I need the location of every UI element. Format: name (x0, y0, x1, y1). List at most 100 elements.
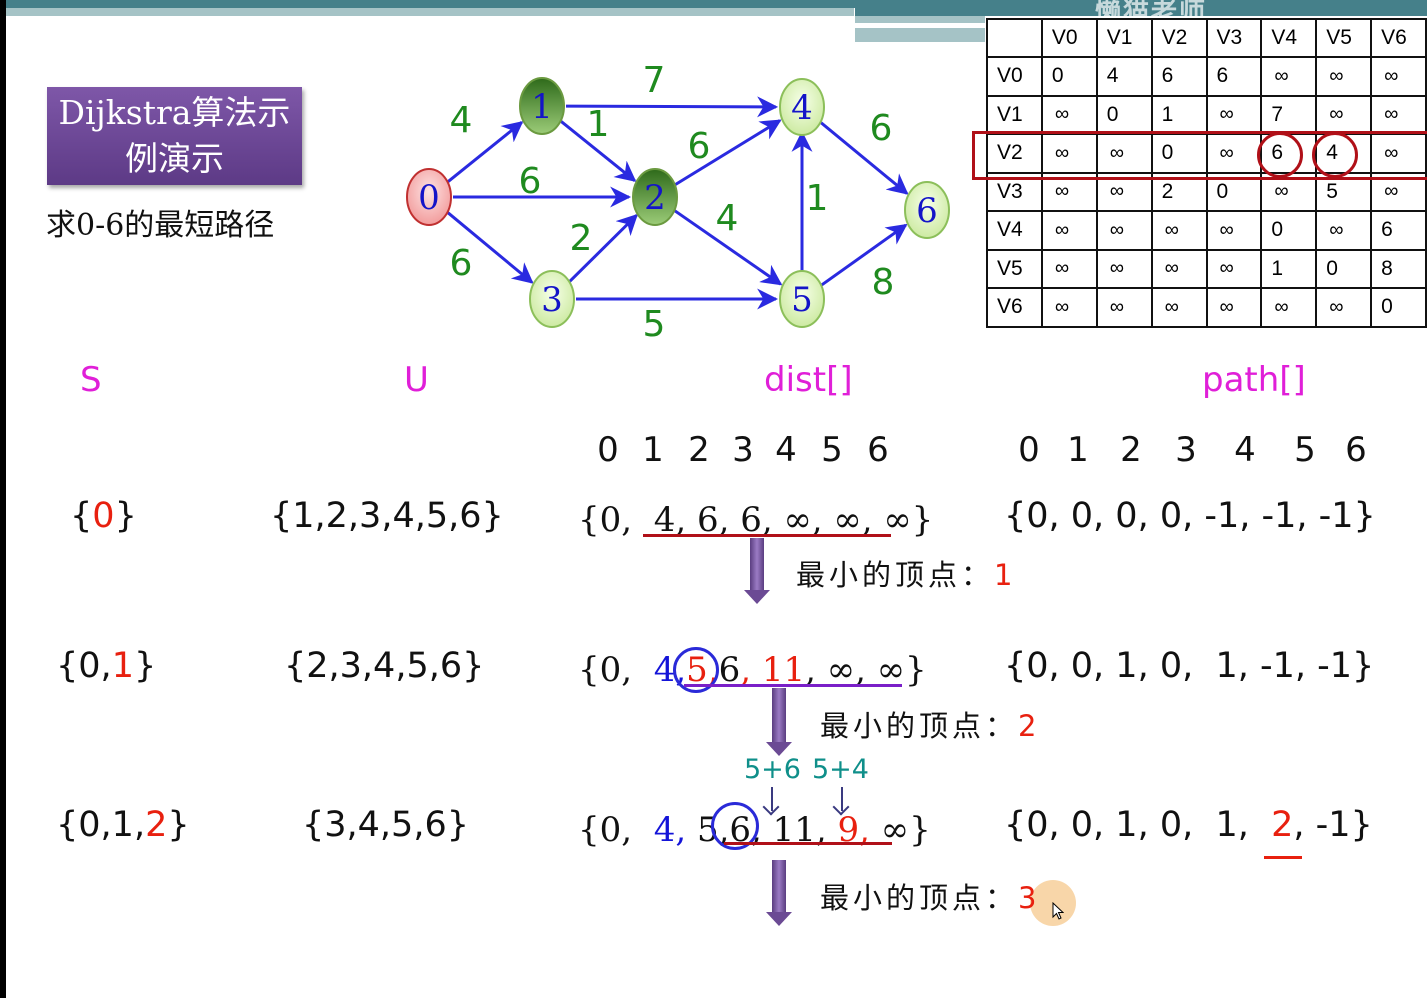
matrix-cell: ∞ (1040, 210, 1098, 251)
matrix-header-cell: V4 (1260, 18, 1318, 58)
top-band-stripe (855, 16, 985, 23)
matrix-cell: 1 (1150, 94, 1208, 135)
graph-node-4 (779, 78, 825, 136)
selected-min-circle-step2 (673, 647, 719, 693)
matrix-cell: ∞ (1205, 133, 1263, 174)
edge-weight: 2 (570, 218, 593, 259)
matrix-cell: ∞ (1040, 248, 1098, 289)
edge-2-4 (674, 119, 782, 186)
u-set-step3: {3,4,5,6} (302, 805, 469, 845)
matrix-cell: ∞ (1150, 248, 1208, 289)
min-vertex-value: 2 (1018, 709, 1037, 743)
left-frame-edge (0, 0, 6, 998)
dist-index: 3 (732, 430, 754, 470)
matrix-cell: ∞ (1370, 133, 1427, 174)
highlight-row-v2 (972, 131, 1427, 180)
mouse-cursor-icon (1052, 902, 1064, 920)
relax-annotation-5+6: 5+6 (744, 754, 801, 785)
edge-0-3 (446, 211, 534, 284)
graph-node-label: 4 (791, 88, 813, 128)
graph-node-5 (779, 270, 825, 328)
u-set-step1: {1,2,3,4,5,6} (270, 496, 504, 536)
matrix-cell: 1 (1260, 248, 1318, 289)
s-set-step2: {0,1} (56, 646, 157, 686)
heading-dist: dist[] (764, 360, 853, 400)
matrix-cell: ∞ (1315, 56, 1373, 97)
heading-u: U (404, 360, 429, 400)
matrix-cell: V6 (986, 287, 1043, 328)
slide-title-line2: 例演示 (125, 139, 224, 178)
edge-weight: 7 (643, 60, 666, 101)
min-vertex-label-step2: 最小的顶点：2 (820, 709, 1037, 743)
edge-weight: 8 (872, 262, 895, 303)
edge-weight: 6 (519, 161, 542, 202)
matrix-header-cell: V1 (1095, 18, 1153, 58)
matrix-cell: 0 (1370, 287, 1427, 328)
matrix-cell: 6 (1150, 56, 1208, 97)
matrix-cell: ∞ (1040, 94, 1098, 135)
edge-1-2 (559, 119, 637, 183)
new-vertex: 0 (92, 496, 115, 536)
matrix-cell: 6 (1205, 56, 1263, 97)
matrix-row-v6: V6∞∞∞∞∞∞0 (986, 287, 1427, 328)
slide-title: Dijkstra算法示 例演示 (47, 87, 302, 185)
matrix-cell: 4 (1095, 56, 1153, 97)
edge-4-6 (819, 121, 909, 195)
matrix-cell: ∞ (1260, 287, 1318, 328)
relax-annotation-5+4: 5+4 (812, 754, 869, 785)
min-vertex-value: 3 (1018, 881, 1037, 915)
heading-path: path[] (1202, 360, 1306, 400)
path-changed-value: 2 (1271, 805, 1294, 845)
graph-node-1 (519, 77, 565, 135)
dist-underline-step2 (684, 684, 902, 687)
matrix-cell: ∞ (1315, 94, 1373, 135)
matrix-cell: ∞ (1370, 94, 1427, 135)
s-set-step3: {0,1,2} (56, 805, 190, 845)
annotation-arrow-to-5 (841, 787, 843, 811)
dist-array-step1: {0, 4, 6, 6, ∞, ∞, ∞} (578, 500, 934, 540)
graph-node-label: 1 (531, 87, 553, 127)
matrix-cell: V5 (986, 248, 1043, 289)
edge-weight: 5 (643, 304, 666, 345)
graph-node-label: 6 (916, 191, 938, 231)
matrix-cell: ∞ (1205, 287, 1263, 328)
edge-2-5 (673, 209, 783, 286)
matrix-header-cell: V0 (1040, 18, 1098, 58)
dist-underline-step1 (643, 534, 891, 537)
top-band-stripe (855, 28, 985, 42)
dist-index: 1 (642, 430, 664, 470)
graph-node-6 (904, 181, 950, 239)
path-array-step3: {0, 0, 1, 0, 1, 2, -1} (1004, 805, 1373, 845)
path-index: 0 (1018, 430, 1040, 470)
matrix-cell: ∞ (1260, 56, 1318, 97)
matrix-header-cell: V5 (1315, 18, 1373, 58)
matrix-row-v4: V4∞∞∞∞0∞6 (986, 210, 1427, 251)
matrix-cell: ∞ (1095, 248, 1153, 289)
selected-min-circle-step3 (711, 802, 759, 850)
dist-underline-step3 (724, 842, 892, 845)
path-index: 2 (1120, 430, 1142, 470)
edge-weight: 6 (688, 126, 711, 167)
edge-weight: 4 (450, 100, 473, 141)
min-vertex-label-step3: 最小的顶点：3 (820, 881, 1037, 915)
matrix-cell: ∞ (1205, 94, 1263, 135)
dist-index: 0 (597, 430, 619, 470)
matrix-cell: 8 (1370, 248, 1427, 289)
path-index: 6 (1345, 430, 1367, 470)
slide-subtitle: 求0-6的最短路径 (46, 208, 275, 243)
matrix-header-cell: V3 (1205, 18, 1263, 58)
annotation-arrow-to-4 (771, 787, 773, 811)
circle-v2-v5 (1312, 132, 1358, 178)
edge-5-6 (820, 223, 908, 287)
matrix-cell: ∞ (1150, 287, 1208, 328)
matrix-cell: V0 (986, 56, 1043, 97)
matrix-cell: ∞ (1040, 133, 1098, 174)
matrix-cell: V4 (986, 210, 1043, 251)
slide-title-line1: Dijkstra算法示 (58, 93, 291, 132)
path-index: 3 (1175, 430, 1197, 470)
